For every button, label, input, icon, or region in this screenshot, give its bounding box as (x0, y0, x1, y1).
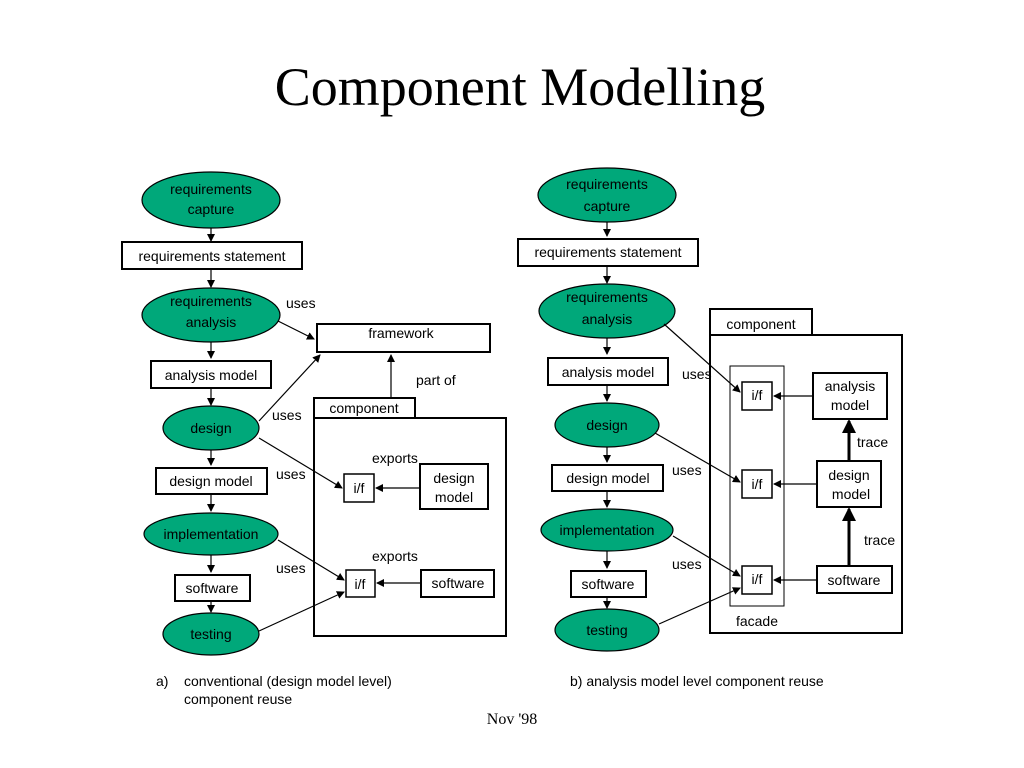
a-testing-node (162, 612, 260, 656)
b-uses-label-3: uses (672, 556, 702, 572)
a-software-box (174, 574, 251, 602)
a-inner-design-model-box (419, 463, 489, 510)
a-requirements-capture-label-2: capture (188, 201, 235, 217)
a-software-label: software (186, 580, 239, 596)
a-framework-box (316, 323, 491, 353)
a-uses-arrow-analysis-framework (277, 320, 315, 340)
b-interface-3-label: i/f (752, 571, 763, 587)
b-uses-label-2: uses (672, 462, 702, 478)
a-uses-arrow-implementation-if (277, 539, 345, 581)
b-requirements-capture-label-1: requirements (566, 176, 648, 192)
b-interface-1 (741, 381, 773, 411)
b-interface-1-label: i/f (752, 387, 763, 403)
b-testing-node (554, 608, 660, 652)
b-interface-2 (741, 469, 773, 499)
b-trace-label-2: trace (864, 532, 895, 548)
a-interface-1 (343, 473, 375, 503)
a-analysis-model-label: analysis model (165, 367, 258, 383)
b-requirements-statement-box (517, 238, 699, 267)
a-design-model-label: design model (169, 473, 252, 489)
a-testing-label: testing (190, 626, 231, 642)
b-inner-design-model-label-2: model (832, 486, 870, 502)
b-inner-software-label: software (828, 572, 881, 588)
a-uses-arrow-design-framework (258, 354, 321, 422)
b-uses-arrow-implementation-if (672, 535, 741, 577)
b-inner-design-model-label-1: design (828, 467, 869, 483)
b-requirements-statement-label: requirements statement (534, 244, 681, 260)
b-uses-arrow-design-if (654, 432, 741, 483)
b-software-label: software (582, 576, 635, 592)
a-component-label: component (329, 400, 398, 416)
a-inner-design-model-label-1: design (433, 470, 474, 486)
a-interface-1-label: i/f (354, 480, 365, 496)
a-requirements-analysis-label-1: requirements (170, 293, 252, 309)
a-design-model-box (155, 467, 268, 495)
b-caption: b) analysis model level component reuse (570, 673, 824, 689)
page-title: Component Modelling (275, 57, 765, 117)
a-component-tab (313, 397, 416, 419)
a-caption-line-1: conventional (design model level) (184, 673, 392, 689)
b-design-model-label: design model (566, 470, 649, 486)
b-inner-analysis-model-box (812, 372, 888, 420)
a-interface-2-label: i/f (355, 576, 366, 592)
b-inner-analysis-model-label-2: model (831, 397, 869, 413)
a-design-label: design (190, 420, 231, 436)
a-requirements-analysis-label-2: analysis (186, 314, 237, 330)
a-interface-2 (345, 569, 376, 598)
b-software-box (570, 570, 647, 598)
a-framework-label: framework (368, 325, 434, 341)
b-inner-analysis-model-label-1: analysis (825, 378, 876, 394)
a-uses-label-3: uses (276, 466, 306, 482)
a-component-container (313, 417, 507, 637)
b-trace-label-1: trace (857, 434, 888, 450)
diagram-b: requirements capture requirements statem… (517, 167, 903, 689)
a-uses-label-4: uses (276, 560, 306, 576)
a-caption-marker: a) (156, 673, 168, 689)
b-facade-label: facade (736, 613, 778, 629)
a-exports-label-1: exports (372, 450, 418, 466)
b-component-label: component (726, 316, 795, 332)
a-part-of-label: part of (416, 372, 456, 388)
b-design-label: design (586, 417, 627, 433)
footer-date: Nov '98 (487, 711, 537, 728)
a-requirements-statement-box (121, 241, 303, 270)
a-uses-arrow-testing-if (258, 591, 345, 632)
b-requirements-analysis-label-2: analysis (582, 311, 633, 327)
a-exports-label-2: exports (372, 548, 418, 564)
a-implementation-label: implementation (164, 526, 259, 542)
b-testing-label: testing (586, 622, 627, 638)
a-inner-design-model-label-2: model (435, 489, 473, 505)
b-uses-label-1: uses (682, 366, 712, 382)
a-uses-label-2: uses (272, 407, 302, 423)
diagram-a: requirements capture requirements statem… (121, 171, 507, 707)
a-caption-line-2: component reuse (184, 691, 292, 707)
b-analysis-model-label: analysis model (562, 364, 655, 380)
b-implementation-label: implementation (560, 522, 655, 538)
b-facade-box (729, 365, 785, 607)
a-uses-arrow-design-if (258, 437, 343, 489)
b-requirements-capture-label-2: capture (584, 198, 631, 214)
b-component-tab (709, 308, 813, 336)
b-uses-arrow-analysis-if (663, 323, 741, 393)
a-requirements-capture-label-1: requirements (170, 181, 252, 197)
b-interface-3 (741, 565, 773, 595)
a-uses-label-1: uses (286, 295, 316, 311)
b-uses-arrow-testing-if (658, 587, 741, 625)
b-analysis-model-box (547, 357, 669, 386)
a-requirements-statement-label: requirements statement (138, 248, 285, 264)
b-requirements-analysis-label-1: requirements (566, 289, 648, 305)
a-inner-software-label: software (432, 575, 485, 591)
b-interface-2-label: i/f (752, 476, 763, 492)
